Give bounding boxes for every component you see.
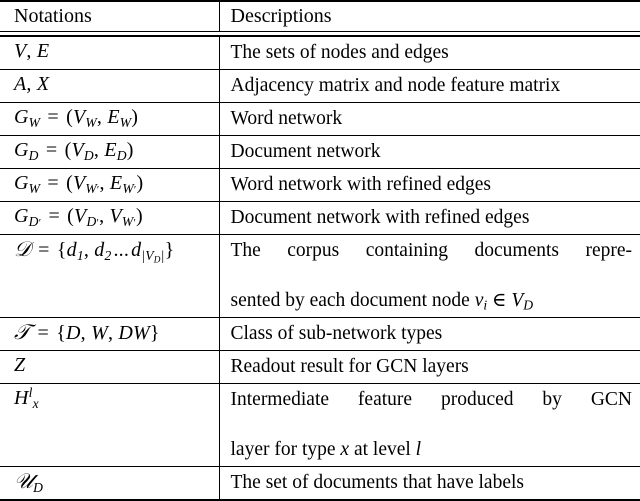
table-row: 𝒰D The set of documents that have labels bbox=[0, 466, 640, 501]
table-row: 𝒟 = {d1, d2...d|VD|} The corpus containi… bbox=[0, 234, 640, 318]
table-row: GW = (VW, EW) Word network bbox=[0, 102, 640, 136]
table-row: GW = (VW′, EW′) Word network with refine… bbox=[0, 168, 640, 202]
notation-cell-subnetwork-types: 𝒯 = {D, W, DW} bbox=[0, 317, 220, 351]
math-intermediate-feature: Hlx bbox=[14, 384, 39, 411]
math-corpus: 𝒟 = {d1, d2...d|VD|} bbox=[14, 237, 175, 265]
notation-cell-intermediate-feature: Hlx bbox=[0, 383, 220, 467]
notation-cell-labeled-documents: 𝒰D bbox=[0, 466, 220, 501]
description-cell-word-network: Word network bbox=[219, 102, 640, 136]
description-cell-intermediate-feature: Intermediate feature produced by GCN lay… bbox=[219, 383, 640, 467]
description-cell-nodes-edges: The sets of nodes and edges bbox=[219, 36, 640, 70]
notation-cell-nodes-edges: V, E bbox=[0, 36, 220, 70]
description-cell-document-network: Document network bbox=[219, 135, 640, 169]
math-a-x: A, X bbox=[14, 73, 50, 95]
table-row: GD′ = (VD′, VW′) Document network with r… bbox=[0, 201, 640, 235]
table-header-row: Notations Descriptions bbox=[0, 0, 640, 32]
table-row: 𝒯 = {D, W, DW} Class of sub-network type… bbox=[0, 317, 640, 351]
math-word-network-refined: GW = (VW′, EW′) bbox=[14, 172, 144, 196]
math-document-network-refined: GD′ = (VD′, VW′) bbox=[14, 205, 143, 229]
table-row: A, X Adjacency matrix and node feature m… bbox=[0, 69, 640, 103]
description-cell-document-network-refined: Document network with refined edges bbox=[219, 201, 640, 235]
intermediate-description-line2: layer for type x at level l bbox=[230, 439, 422, 460]
table-row: Z Readout result for GCN layers bbox=[0, 350, 640, 384]
math-document-network: GD = (VD, ED) bbox=[14, 139, 134, 163]
description-cell-labeled-documents: The set of documents that have labels bbox=[219, 466, 640, 501]
notation-cell-word-network-refined: GW = (VW′, EW′) bbox=[0, 168, 220, 202]
description-cell-corpus: The corpus containing documents repre- s… bbox=[219, 234, 640, 318]
header-double-rule bbox=[0, 31, 640, 37]
description-cell-subnetwork-types: Class of sub-network types bbox=[219, 317, 640, 351]
description-cell-adjacency-feature: Adjacency matrix and node feature matrix bbox=[219, 69, 640, 103]
corpus-description-line2: sented by each document node vi ∈ VD bbox=[230, 290, 534, 313]
notation-cell-document-network: GD = (VD, ED) bbox=[0, 135, 220, 169]
header-rule-left bbox=[0, 31, 219, 37]
math-v-e: V, E bbox=[14, 40, 50, 62]
table-row: Hlx Intermediate feature produced by GCN… bbox=[0, 383, 640, 467]
table-row: GD = (VD, ED) Document network bbox=[0, 135, 640, 169]
description-cell-word-network-refined: Word network with refined edges bbox=[219, 168, 640, 202]
math-labeled-documents: 𝒰D bbox=[14, 469, 44, 495]
header-rule-right bbox=[219, 31, 640, 37]
notation-cell-adjacency-feature: A, X bbox=[0, 69, 220, 103]
column-header-notations: Notations bbox=[0, 0, 220, 32]
table-header: Notations Descriptions bbox=[0, 0, 640, 32]
description-cell-readout: Readout result for GCN layers bbox=[219, 350, 640, 384]
table-row: V, E The sets of nodes and edges bbox=[0, 36, 640, 70]
table-body: V, E The sets of nodes and edges A, X Ad… bbox=[0, 31, 640, 501]
math-word-network: GW = (VW, EW) bbox=[14, 106, 139, 130]
math-readout: Z bbox=[14, 354, 26, 376]
notation-cell-readout: Z bbox=[0, 350, 220, 384]
column-header-descriptions: Descriptions bbox=[219, 0, 640, 32]
notation-cell-word-network: GW = (VW, EW) bbox=[0, 102, 220, 136]
math-subnetwork-types: 𝒯 = {D, W, DW} bbox=[14, 320, 160, 345]
notation-cell-document-network-refined: GD′ = (VD′, VW′) bbox=[0, 201, 220, 235]
notation-cell-corpus: 𝒟 = {d1, d2...d|VD|} bbox=[0, 234, 220, 318]
